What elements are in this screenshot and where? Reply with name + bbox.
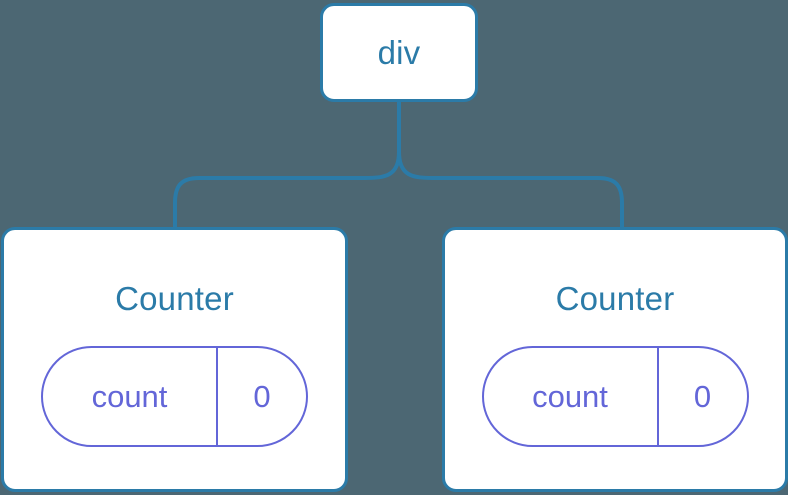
- state-pill-left-key: count: [91, 379, 168, 414]
- state-pill-right-key: count: [532, 379, 608, 414]
- node-counter-right-title: Counter: [555, 280, 675, 317]
- connector-branch-right: [397, 151, 624, 227]
- node-root-div[interactable]: div: [320, 3, 478, 102]
- state-pill-right-key-cell: count: [484, 348, 659, 445]
- state-pill-left[interactable]: count 0: [41, 346, 308, 447]
- node-counter-left[interactable]: Counter count 0: [1, 227, 348, 492]
- state-pill-left-key-cell: count: [43, 348, 218, 445]
- state-pill-left-value-cell: 0: [218, 348, 306, 445]
- state-pill-left-value: 0: [253, 379, 271, 414]
- node-counter-right[interactable]: Counter count 0: [442, 227, 788, 492]
- state-pill-right-value: 0: [693, 379, 712, 414]
- state-pill-right[interactable]: count 0: [481, 346, 749, 447]
- state-pill-right-value-cell: 0: [659, 348, 747, 445]
- connector-branch-left: [173, 151, 401, 227]
- node-root-label: div: [377, 34, 421, 71]
- node-counter-left-title: Counter: [115, 280, 234, 317]
